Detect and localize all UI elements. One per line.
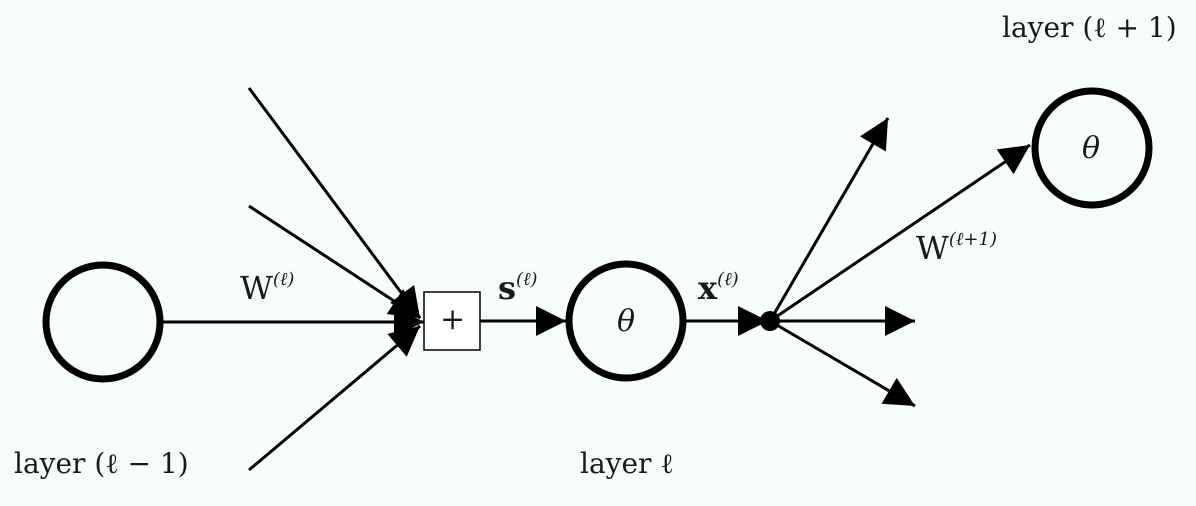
node-next-layer [1031,87,1153,209]
theta-current: θ [617,304,636,339]
label-signal: s(ℓ) [498,269,538,307]
weight-in-superscript: (ℓ) [272,269,295,291]
edge-input-top-2 [248,204,421,320]
label-output: x(ℓ) [698,269,739,307]
edge-out-down [769,319,916,408]
weight-out-superscript: (ℓ+1) [948,229,997,251]
edge-input-top-1 [247,87,422,319]
sum-symbol: + [440,302,466,337]
node-prev-layer [42,261,164,383]
label-layer-prev: layer (ℓ − 1) [14,447,189,480]
label-weight-out: W(ℓ+1) [916,229,997,267]
output-base: x [698,269,718,307]
weight-in-base: W [240,269,273,307]
label-layer-current: layer ℓ [580,447,674,480]
edge-out-next-node [769,143,1031,323]
theta-next: θ [1082,131,1101,166]
label-layer-next: layer (ℓ + 1) [1002,11,1177,44]
signal-superscript: (ℓ) [516,269,538,291]
edge-out-up [768,117,890,322]
output-superscript: (ℓ) [717,269,739,291]
label-weight-in: W(ℓ) [240,269,295,307]
signal-base: s [498,269,517,307]
weight-out-base: W [916,229,949,267]
edge-input-bottom [248,324,421,472]
sum-box [423,291,481,351]
